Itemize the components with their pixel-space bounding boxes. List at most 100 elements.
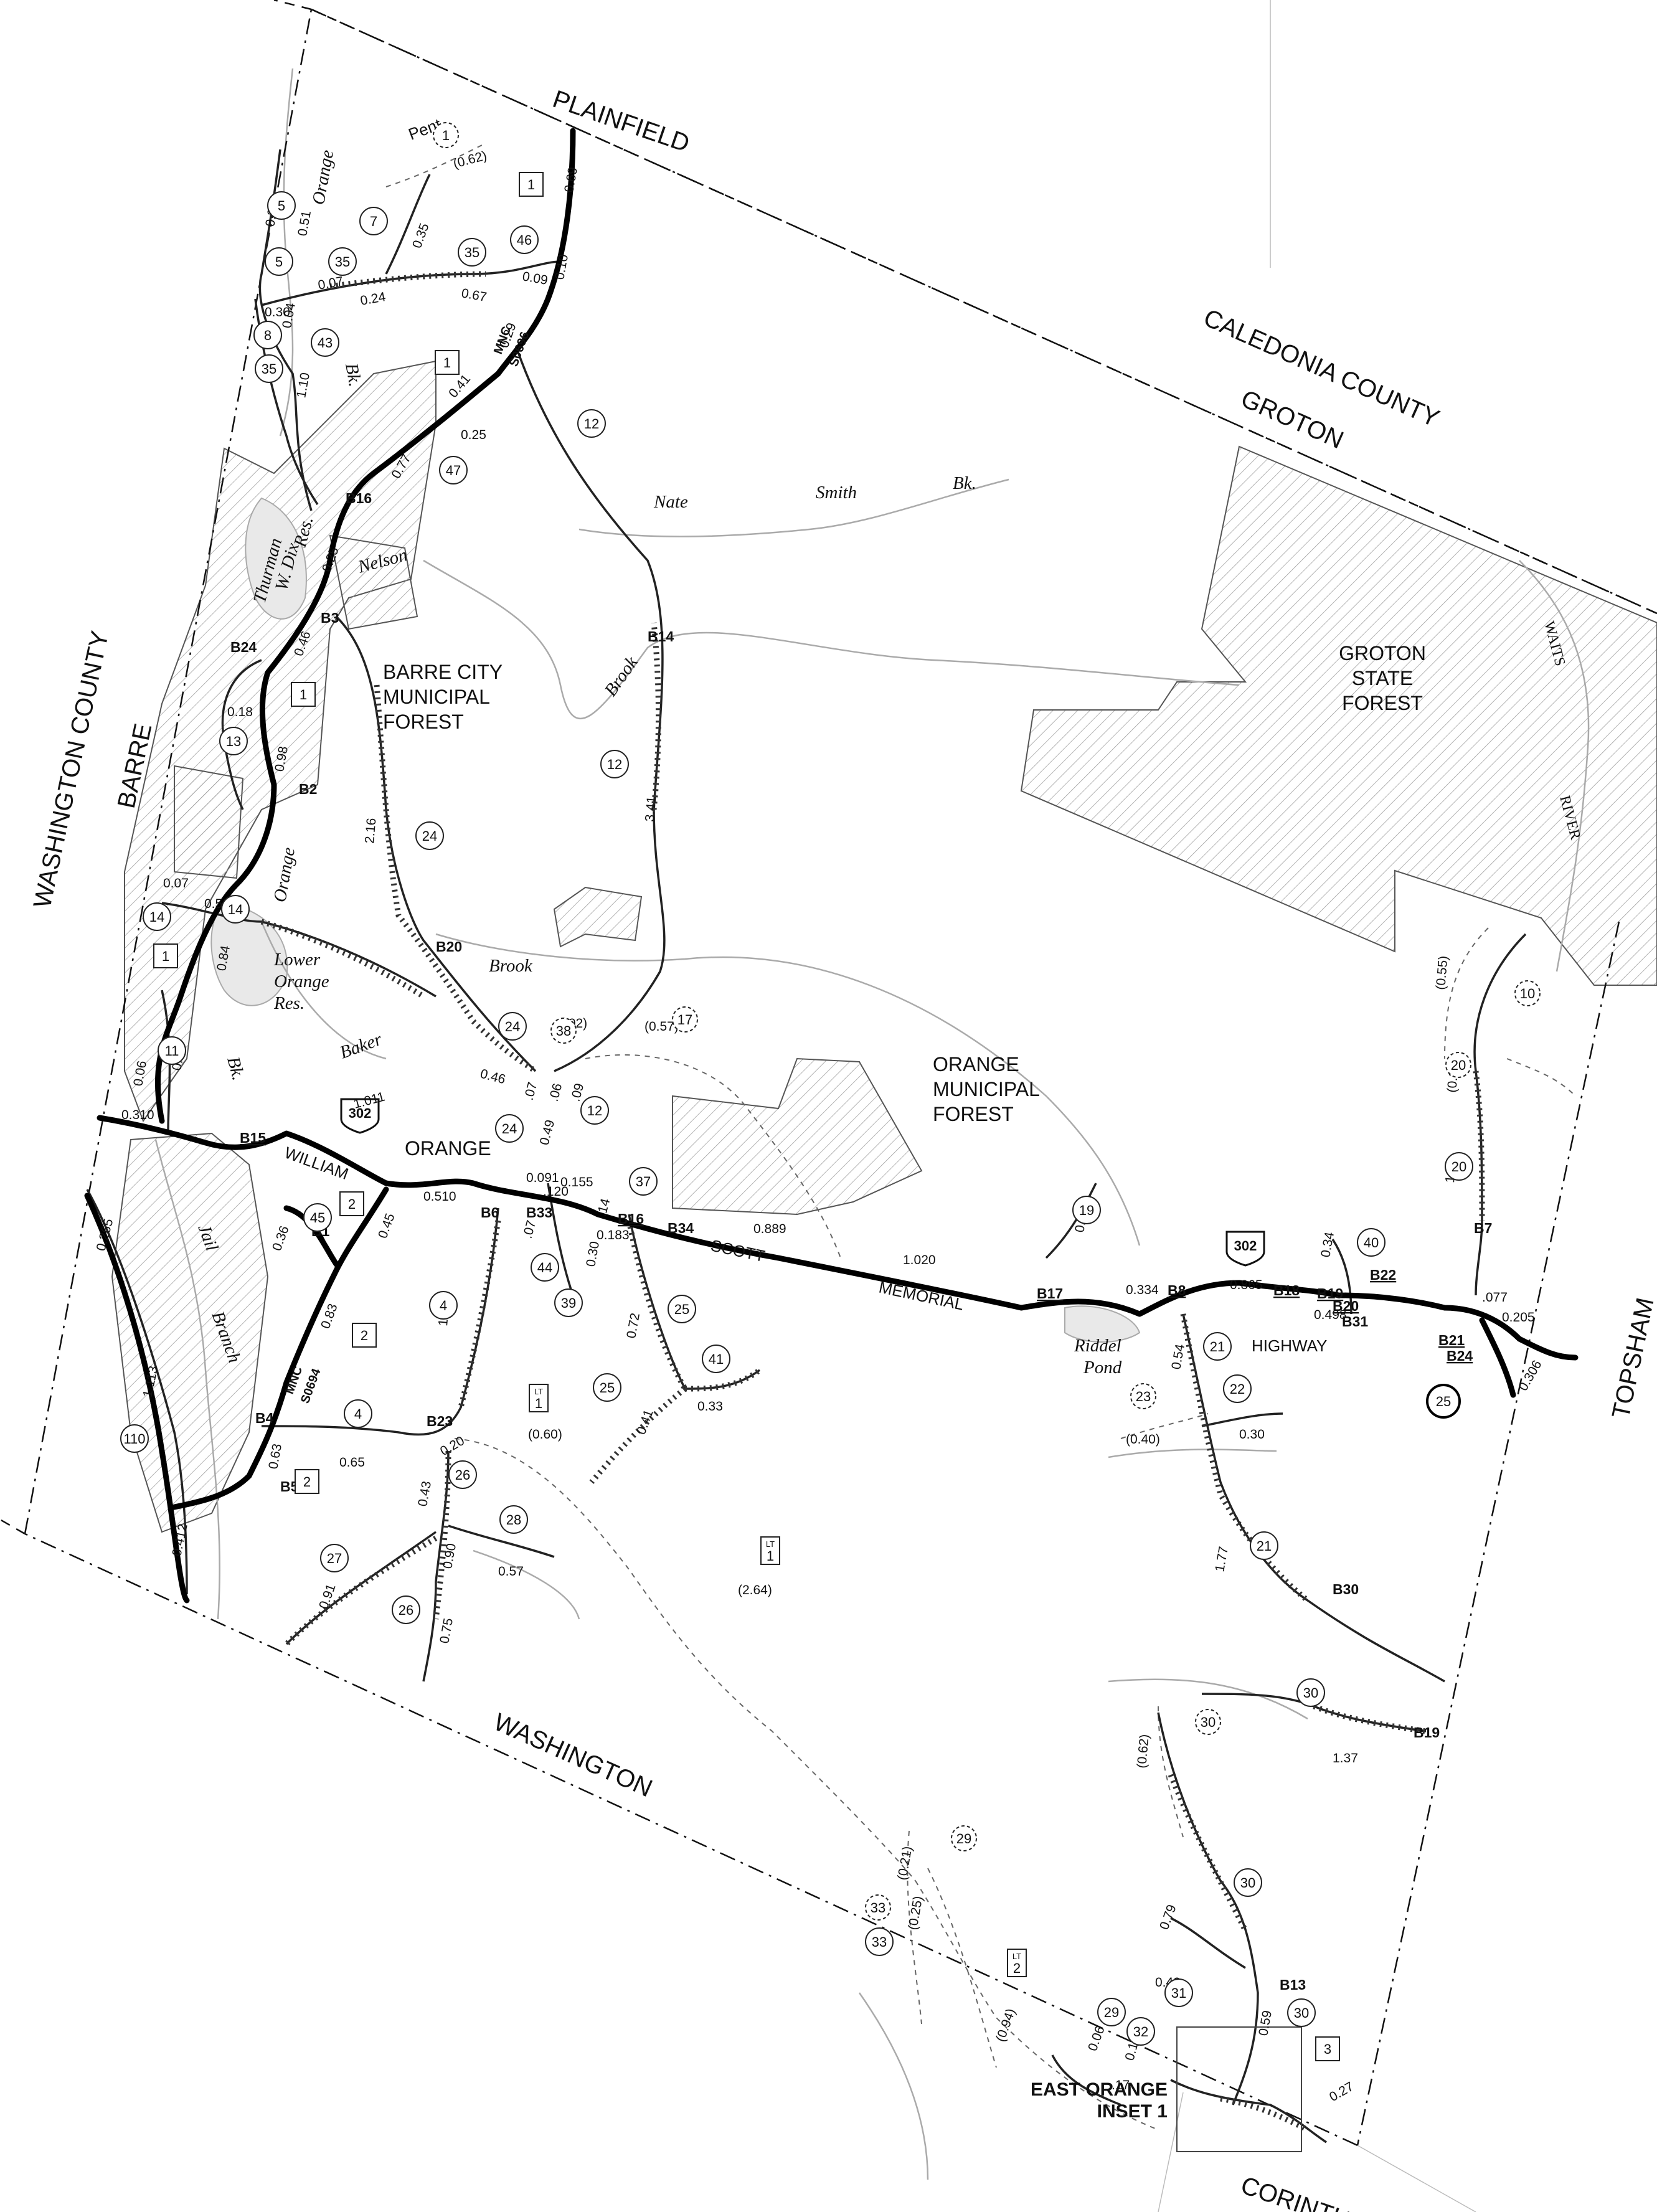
- segment-length: .07: [521, 1219, 539, 1240]
- road-id-marker-29: 29: [1097, 1998, 1126, 2026]
- hw-highway: HIGHWAY: [1252, 1336, 1327, 1355]
- legal-trail-marker-23: 23: [1130, 1383, 1156, 1409]
- road-id-marker-33: 33: [865, 1927, 894, 1956]
- village-orange: ORANGE: [405, 1137, 491, 1160]
- segment-length: 0.06: [1085, 2024, 1108, 2053]
- svg-text:29: 29: [1104, 2005, 1119, 2020]
- road-id-marker-32: 32: [1126, 2017, 1155, 2046]
- label-bk-orange: Bk.: [341, 362, 365, 389]
- svg-text:12: 12: [587, 1103, 602, 1118]
- road-id-marker-35: 35: [255, 354, 283, 383]
- road-29-32: [1051, 2054, 1121, 2106]
- svg-text:5: 5: [278, 198, 285, 214]
- grid-line-1: [1158, 0, 1476, 2212]
- legal-trail-length: (2.64): [738, 1583, 772, 1597]
- svg-text:1: 1: [162, 948, 169, 964]
- road-id-marker-35: 35: [328, 247, 357, 276]
- segment-length: 0.72: [624, 1312, 643, 1340]
- us-302-shield-2: 302: [1225, 1231, 1265, 1267]
- legal-trail-marker-38: 38: [550, 1018, 577, 1044]
- segment-length: .14: [595, 1197, 613, 1218]
- gravel-road-21: [1180, 1313, 1310, 1603]
- gravel-road-4: [458, 1220, 501, 1409]
- svg-text:2: 2: [303, 1474, 311, 1490]
- segment-length: .17: [1112, 2078, 1130, 2092]
- svg-text:35: 35: [335, 254, 350, 270]
- svg-text:3: 3: [1324, 2041, 1331, 2057]
- segment-length: 0.35: [410, 221, 432, 250]
- svg-text:14: 14: [228, 902, 243, 917]
- svg-text:1: 1: [300, 687, 307, 702]
- bridge-label-b3: B3: [321, 610, 339, 626]
- bridge-label-b16: B16: [618, 1211, 644, 1227]
- county-washington: WASHINGTON COUNTY: [29, 628, 114, 910]
- segment-length: 0.49: [537, 1118, 558, 1146]
- svg-text:302: 302: [349, 1105, 372, 1121]
- legal-trail-shield: LT1: [529, 1384, 549, 1412]
- segment-length: 0.33: [697, 1399, 723, 1414]
- legal-trail-marker-10: 10: [1514, 980, 1541, 1006]
- legal-trail-marker-29: 29: [951, 1825, 977, 1851]
- gravel-road-41: [684, 1368, 762, 1392]
- legal-trail-lengths: (0.62)(0.57)(.02)(0.60)(2.64)(0.40)(0.55…: [451, 148, 1461, 2043]
- road-id-marker-26: 26: [448, 1460, 477, 1489]
- svg-text:8: 8: [264, 328, 271, 343]
- class-marker-1: 1: [435, 350, 460, 375]
- legal-trail-lt2: [927, 1868, 997, 2068]
- svg-text:33: 33: [871, 1900, 885, 1916]
- road-id-marker-24: 24: [498, 1012, 527, 1041]
- svg-text:24: 24: [422, 828, 437, 844]
- segment-length: 0.46: [479, 1067, 507, 1087]
- bridge-label-b34: B34: [668, 1220, 694, 1236]
- segment-length: 0.25: [461, 428, 486, 442]
- bridge-label-b16: B16: [346, 490, 372, 506]
- road-id-marker-27: 27: [320, 1544, 349, 1572]
- road-id-marker-30: 30: [1234, 1868, 1262, 1897]
- segment-length: .07: [522, 1080, 541, 1102]
- class-marker-2: 2: [339, 1191, 364, 1216]
- segment-length: 0.63: [266, 1443, 285, 1470]
- segment-length: .09: [569, 1082, 587, 1103]
- road-id-marker-12: 12: [600, 750, 629, 778]
- road-id-marker-46: 46: [510, 225, 539, 254]
- svg-text:38: 38: [556, 1023, 571, 1039]
- groton-forest-line2: STATE: [1352, 667, 1413, 689]
- gravel-road-20: [1473, 1071, 1485, 1221]
- svg-text:45: 45: [310, 1210, 325, 1226]
- legal-trail-length: (0.62): [1135, 1734, 1152, 1769]
- road-110-west: [86, 1189, 188, 1595]
- label-baker: Baker: [337, 1029, 385, 1063]
- forest-area-barre-west: [174, 765, 244, 879]
- svg-text:41: 41: [709, 1351, 724, 1367]
- segment-length: 1.10: [294, 372, 313, 399]
- bridge-labels: B16B3B24B2B20B14B15B1B6B33B16B34B17B8B18…: [230, 490, 1492, 1993]
- segment-length: 2.16: [362, 818, 379, 844]
- bridge-label-b19: B19: [1317, 1285, 1343, 1302]
- bridge-label-b17: B17: [1037, 1285, 1063, 1302]
- route-mnc-s0694: [171, 1186, 389, 1510]
- svg-text:14: 14: [149, 909, 164, 925]
- svg-text:28: 28: [506, 1512, 521, 1528]
- road-id-marker-39: 39: [554, 1288, 583, 1317]
- segment-length: 0.30: [583, 1241, 602, 1268]
- segment-length: 0.498: [1314, 1308, 1347, 1322]
- svg-text:24: 24: [505, 1019, 520, 1034]
- road-28: [448, 1524, 555, 1558]
- road-id-marker-40: 40: [1357, 1228, 1386, 1257]
- bridge-label-b24: B24: [1447, 1348, 1473, 1364]
- segment-length: 1.37: [1333, 1751, 1358, 1765]
- stream-southwest: [473, 1549, 580, 1620]
- bridge-label-b22: B22: [1370, 1267, 1396, 1283]
- segment-length: 0.889: [753, 1222, 786, 1236]
- baker-brook: [260, 921, 387, 1060]
- label-pond: Pond: [1083, 1358, 1122, 1378]
- segment-length: 0.91: [316, 1582, 339, 1610]
- svg-text:2: 2: [348, 1196, 356, 1212]
- bridge-label-b7: B7: [1474, 1220, 1492, 1236]
- hw-memorial: MEMORIAL: [877, 1278, 966, 1314]
- hw-scott: SCOTT: [709, 1236, 767, 1266]
- road-id-marker-5: 5: [265, 247, 293, 276]
- legal-trail-23: [1120, 1413, 1209, 1439]
